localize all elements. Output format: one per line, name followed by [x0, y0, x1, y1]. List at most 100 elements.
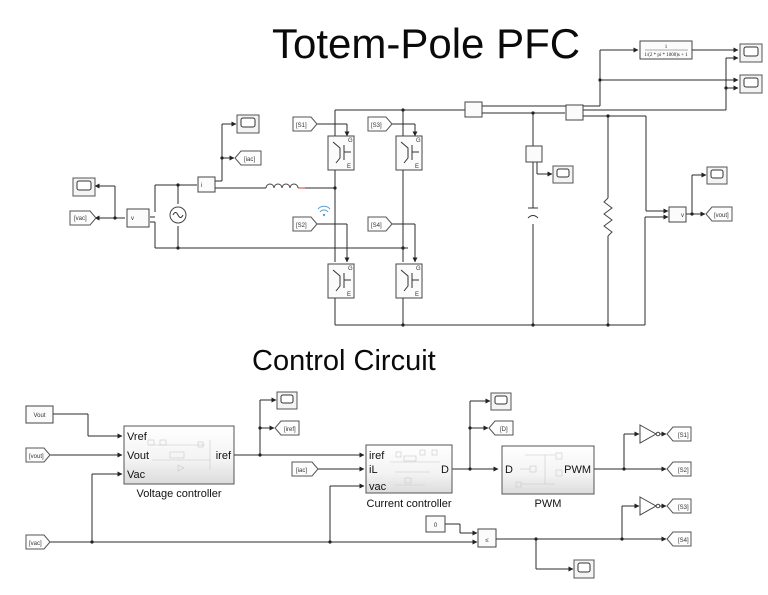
- from-vac-tag[interactable]: [vac]: [25, 534, 51, 550]
- svg-text:Vout: Vout: [127, 450, 149, 462]
- svg-text:E: E: [415, 292, 419, 298]
- from-iac-tag[interactable]: [iac]: [291, 461, 319, 477]
- svg-text:G: G: [348, 266, 353, 272]
- scope-duty[interactable]: [490, 392, 512, 411]
- svg-text:G: G: [416, 266, 421, 272]
- svg-text:≤: ≤: [485, 538, 489, 544]
- voltage-controller-label: Voltage controller: [137, 488, 222, 500]
- svg-text:E: E: [347, 292, 351, 298]
- pwm-label: PWM: [535, 498, 562, 510]
- compare-block[interactable]: ≤: [477, 528, 497, 548]
- goto-vac-tag[interactable]: [vac]: [69, 210, 97, 226]
- from-vout-tag[interactable]: [vout]: [25, 447, 51, 463]
- scope-iac-filtered[interactable]: [739, 43, 763, 63]
- from-s2-tag[interactable]: [S2]: [292, 216, 318, 232]
- svg-text:Vout: Vout: [33, 413, 45, 419]
- switch-s2[interactable]: G E: [327, 263, 355, 299]
- goto-s3-tag[interactable]: [S3]: [666, 498, 692, 514]
- scope-polarity[interactable]: [573, 559, 595, 579]
- svg-text:[vac]: [vac]: [29, 541, 42, 547]
- inductor[interactable]: [260, 183, 305, 189]
- svg-text:[S2]: [S2]: [678, 468, 689, 474]
- scope-iac[interactable]: [236, 114, 260, 134]
- voltage-controller-subsystem[interactable]: Vref Vout Vac iref: [123, 425, 235, 485]
- svg-text:i: i: [201, 183, 202, 189]
- goto-s1-tag[interactable]: [S1]: [666, 426, 692, 442]
- wireless-signal-icon: [317, 205, 331, 217]
- svg-text:G: G: [416, 138, 421, 144]
- control-wires: [49, 397, 667, 572]
- scope-iref[interactable]: [276, 391, 298, 410]
- current-controller-label: Current controller: [367, 498, 452, 510]
- svg-text:Vref: Vref: [127, 431, 148, 443]
- pwm-subsystem[interactable]: D PWM: [501, 445, 595, 495]
- svg-text:iref: iref: [369, 450, 385, 462]
- capacitor[interactable]: [527, 207, 539, 219]
- not-gate-s3[interactable]: [639, 496, 661, 516]
- current-measurement-out-block[interactable]: [565, 104, 584, 121]
- scope-iout[interactable]: [739, 74, 763, 94]
- svg-text:v: v: [681, 213, 684, 219]
- constant-zero-block[interactable]: 0: [425, 515, 446, 533]
- svg-text:iL: iL: [369, 464, 378, 476]
- svg-text:[D]: [D]: [500, 427, 508, 433]
- power-stage-title: Totem-Pole PFC: [272, 20, 580, 67]
- current-controller-subsystem[interactable]: iref iL vac D: [365, 444, 453, 494]
- svg-text:[vout]: [vout]: [29, 454, 44, 460]
- not-gate-s1[interactable]: [639, 424, 661, 444]
- goto-d-tag[interactable]: [D]: [488, 420, 514, 436]
- svg-text:1/(2 * pi * 1000)s + 1: 1/(2 * pi * 1000)s + 1: [644, 53, 688, 58]
- switch-s1[interactable]: G E: [327, 135, 355, 171]
- ac-voltage-source[interactable]: [169, 206, 187, 224]
- svg-text:PWM: PWM: [564, 464, 591, 476]
- goto-s2-tag[interactable]: [S2]: [666, 461, 692, 477]
- resistor[interactable]: [603, 197, 613, 237]
- goto-iref-tag[interactable]: [iref]: [274, 420, 300, 436]
- svg-text:[iac]: [iac]: [296, 468, 307, 474]
- current-measurement-dc-block[interactable]: [464, 101, 483, 118]
- goto-vout-tag[interactable]: [vout]: [705, 206, 733, 222]
- svg-text:1: 1: [665, 45, 668, 50]
- svg-text:E: E: [347, 164, 351, 170]
- svg-text:iref: iref: [216, 450, 232, 462]
- from-s3-tag[interactable]: [S3]: [367, 116, 393, 132]
- voltage-measurement-block[interactable]: v: [126, 208, 150, 228]
- svg-text:[S3]: [S3]: [678, 505, 689, 511]
- constant-vout-block[interactable]: Vout: [25, 405, 54, 424]
- switch-s4[interactable]: G E: [395, 263, 423, 299]
- scope-icap[interactable]: [552, 165, 574, 184]
- svg-text:[S2]: [S2]: [296, 223, 307, 229]
- svg-text:G: G: [348, 138, 353, 144]
- svg-text:E: E: [415, 164, 419, 170]
- power-junctions: [113, 78, 728, 327]
- svg-text:v: v: [131, 216, 134, 222]
- from-s1-tag[interactable]: [S1]: [292, 116, 318, 132]
- svg-text:[vout]: [vout]: [714, 213, 729, 219]
- voltage-measurement-out-block[interactable]: v: [668, 206, 687, 223]
- goto-s4-tag[interactable]: [S4]: [666, 531, 692, 547]
- svg-text:0: 0: [434, 523, 438, 529]
- switch-s3[interactable]: G E: [395, 135, 423, 171]
- scope-vac[interactable]: [72, 177, 96, 197]
- control-junctions: [90, 426, 626, 544]
- svg-text:[iref]: [iref]: [284, 427, 296, 433]
- transfer-function-block[interactable]: 1 1/(2 * pi * 1000)s + 1: [639, 40, 693, 60]
- svg-text:[S4]: [S4]: [371, 223, 382, 229]
- capacitor-current-measurement[interactable]: [525, 145, 543, 163]
- svg-text:[S3]: [S3]: [371, 123, 382, 129]
- goto-iac-tag[interactable]: [iac]: [234, 150, 262, 166]
- current-measurement-block[interactable]: i: [197, 176, 216, 193]
- from-s4-tag[interactable]: [S4]: [367, 216, 393, 232]
- svg-text:[S4]: [S4]: [678, 538, 689, 544]
- svg-text:[S1]: [S1]: [678, 433, 689, 439]
- svg-text:D: D: [505, 464, 513, 476]
- svg-text:Vac: Vac: [127, 469, 146, 481]
- svg-text:[iac]: [iac]: [244, 157, 255, 163]
- svg-text:vac: vac: [369, 481, 387, 493]
- scope-vout[interactable]: [706, 166, 728, 185]
- svg-text:[vac]: [vac]: [74, 216, 87, 222]
- control-circuit-title: Control Circuit: [252, 345, 436, 377]
- svg-text:[S1]: [S1]: [296, 123, 307, 129]
- svg-text:D: D: [441, 464, 449, 476]
